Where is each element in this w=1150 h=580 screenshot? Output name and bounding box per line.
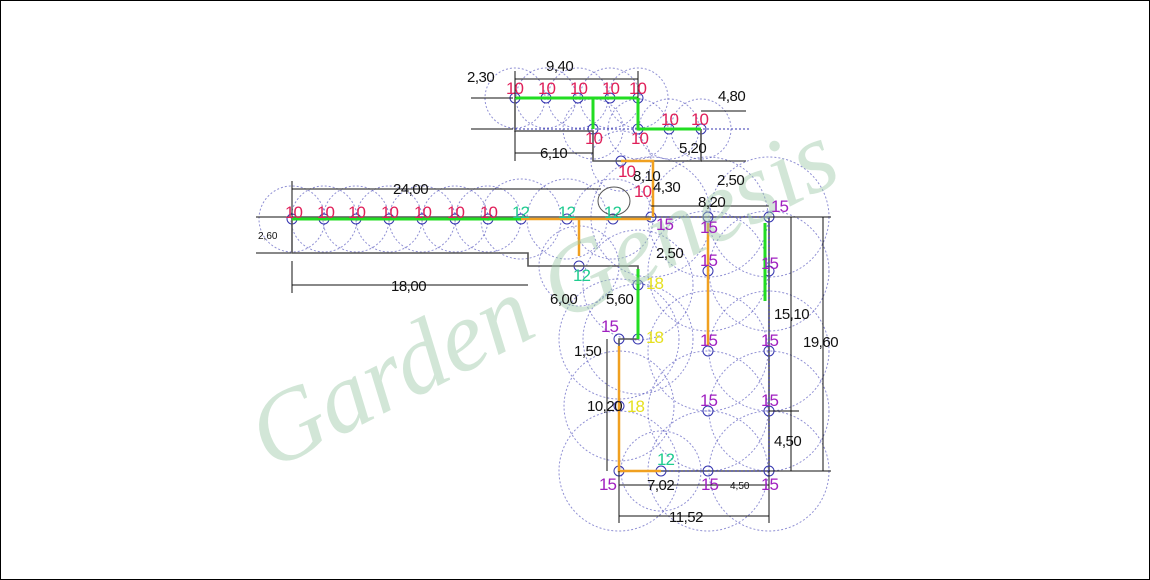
sprinkler-heads: 10 10 10 10 10 10 10 10 10 10 10 10 10 1… — [285, 79, 789, 494]
head-15: 15 — [700, 391, 717, 410]
head-15: 15 — [599, 475, 616, 494]
dim-label: 4,50 — [774, 433, 801, 450]
head-10: 10 — [618, 162, 635, 181]
dim-label: 2,30 — [467, 69, 494, 86]
dim-label: 6,00 — [550, 291, 577, 308]
dim-label: 5,20 — [679, 140, 706, 157]
head-15: 15 — [761, 391, 778, 410]
head-15: 15 — [761, 254, 778, 273]
head-10: 10 — [661, 110, 678, 129]
head-15: 15 — [700, 331, 717, 350]
head-15: 15 — [771, 197, 788, 216]
dim-label: 2,60 — [258, 231, 278, 242]
coverage-arc — [563, 350, 675, 462]
coverage-arc — [708, 290, 830, 412]
dim-label: 4,80 — [718, 88, 745, 105]
head-10: 10 — [285, 203, 302, 222]
head-18: 18 — [646, 274, 663, 293]
head-18: 18 — [646, 328, 663, 347]
head-10: 10 — [585, 129, 602, 148]
head-12: 12 — [558, 203, 575, 222]
coverage-arc — [582, 283, 694, 395]
head-12: 12 — [573, 266, 590, 285]
dim-label: 18,00 — [391, 278, 426, 295]
dim-label: 19,60 — [803, 334, 838, 351]
dim-label: 6,10 — [540, 145, 567, 162]
coverage-arc — [558, 278, 680, 400]
dim-label: 24,00 — [393, 181, 428, 198]
coverage-arc — [647, 210, 769, 332]
head-18: 18 — [627, 397, 644, 416]
head-10: 10 — [538, 79, 555, 98]
head-10: 10 — [691, 110, 708, 129]
head-10: 10 — [629, 79, 646, 98]
dim-label: 10,20 — [587, 398, 622, 415]
coverage-arc — [579, 67, 641, 129]
dim-label: 5,60 — [606, 291, 633, 308]
head-15: 15 — [700, 218, 717, 237]
head-15: 15 — [601, 317, 618, 336]
dim-label: 4,30 — [653, 179, 680, 196]
dim-label: 9,40 — [546, 58, 573, 75]
dim-label: 15,10 — [774, 306, 809, 323]
head-10: 10 — [634, 182, 651, 201]
coverage-arc — [607, 67, 669, 129]
head-12: 12 — [604, 203, 621, 222]
head-10: 10 — [381, 203, 398, 222]
dim-label: 4,50 — [730, 481, 750, 492]
head-15: 15 — [701, 475, 718, 494]
dim-label: 1,50 — [574, 343, 601, 360]
head-12: 12 — [657, 450, 674, 469]
head-10: 10 — [480, 203, 497, 222]
head-15: 15 — [761, 331, 778, 350]
head-10: 10 — [447, 203, 464, 222]
head-15: 15 — [700, 251, 717, 270]
head-10: 10 — [570, 79, 587, 98]
dim-label: 2,50 — [717, 172, 744, 189]
dim-label: 7,02 — [647, 477, 674, 494]
dim-label: 2,50 — [656, 245, 683, 262]
dim-label: 8,20 — [698, 194, 725, 211]
dim-label: 11,52 — [669, 509, 703, 526]
head-15: 15 — [761, 475, 778, 494]
coverage-arc — [708, 350, 830, 472]
head-10: 10 — [631, 129, 648, 148]
coverage-arc — [582, 229, 694, 341]
pipes — [292, 96, 767, 473]
head-10: 10 — [506, 79, 523, 98]
head-10: 10 — [602, 79, 619, 98]
dimension-labels: 9,40 2,30 4,80 6,10 5,20 8,10 4,30 2,50 … — [258, 58, 839, 526]
head-10: 10 — [348, 203, 365, 222]
head-15: 15 — [656, 215, 673, 234]
dimension-lines — [256, 71, 831, 523]
head-12: 12 — [512, 203, 529, 222]
dim-label: 8,10 — [633, 168, 660, 185]
head-10: 10 — [317, 203, 334, 222]
head-10: 10 — [414, 203, 431, 222]
